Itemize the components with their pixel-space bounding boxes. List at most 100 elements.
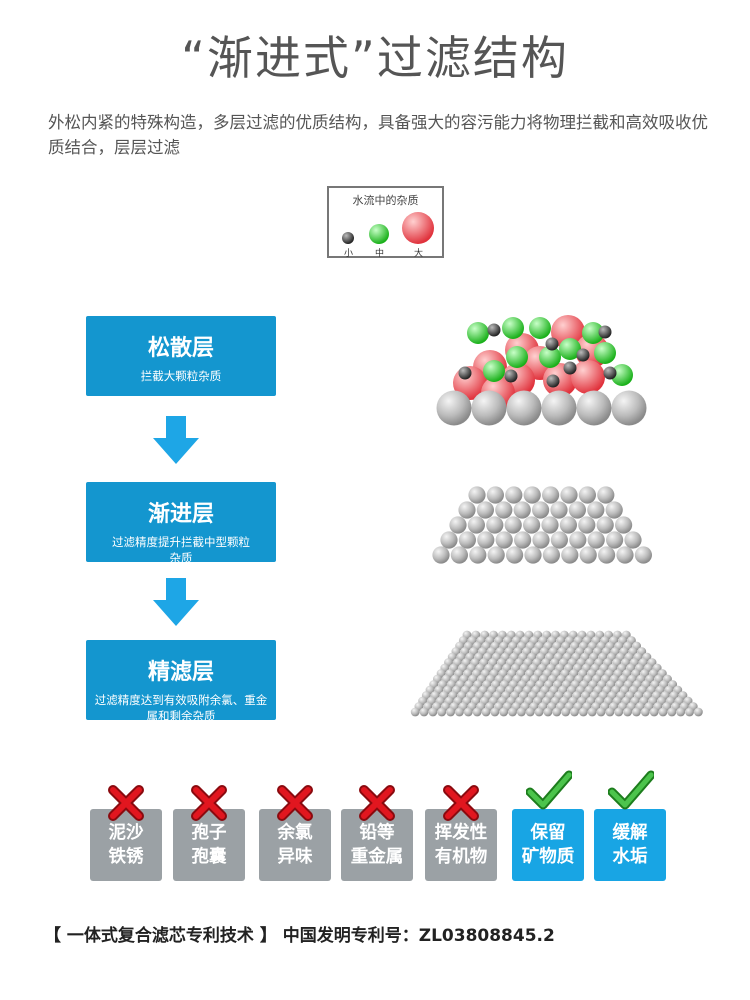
badge-label-line: 矿物质 [521, 847, 575, 867]
layer-loose: 松散层 拦截大颗粒杂质 [86, 316, 276, 396]
filter-ball [624, 531, 642, 549]
filter-ball [550, 531, 568, 549]
filter-ball [578, 486, 596, 504]
filter-ball [616, 546, 634, 564]
layer-progressive: 渐进层 过滤精度提升拦截中型颗粒杂质 [86, 482, 276, 565]
filter-ball [561, 546, 579, 564]
loose-layer-balls [436, 315, 647, 426]
filter-ball [506, 390, 542, 426]
badge-label-line: 孢囊 [191, 847, 227, 867]
legend-label-medium: 中 [375, 249, 385, 259]
page-title: “渐进式”过滤结构 [181, 31, 569, 85]
filter-ball [614, 707, 624, 717]
filter-ball [495, 531, 513, 549]
progressive-layer-balls [432, 486, 652, 564]
fine-layer-balls [410, 630, 703, 717]
filter-ball [576, 390, 612, 426]
badge-5: 保留矿物质 [512, 809, 584, 881]
filter-ball [568, 501, 586, 519]
layer-fine: 精滤层 过滤精度达到有效吸附余氯、重金属和剩余杂质 [86, 640, 276, 723]
filter-ball [579, 546, 597, 564]
large-impurity-ball [571, 360, 605, 394]
filter-ball [469, 546, 487, 564]
filter-ball [543, 707, 553, 717]
small-impurity-ball [546, 374, 560, 388]
layer-desc: 拦截大颗粒杂质 [140, 369, 222, 383]
filter-ball [605, 501, 623, 519]
filter-layers-illustration [410, 315, 703, 717]
medium-impurity-ball [582, 322, 604, 344]
filter-ball [598, 546, 616, 564]
badge-label-line: 保留 [530, 823, 566, 843]
filter-ball [541, 516, 559, 534]
badge-label-line: 铁锈 [108, 847, 144, 867]
down-arrow-icon [153, 416, 199, 464]
cross-icon [277, 785, 313, 821]
badge-1: 孢子孢囊 [173, 809, 245, 881]
medium-impurity-ball [529, 317, 551, 339]
medium-impurity-ball [369, 224, 389, 244]
legend-label-large: 大 [414, 249, 424, 259]
filter-ball [570, 707, 579, 717]
filter-ball [523, 516, 541, 534]
filter-ball [476, 501, 494, 519]
filter-ball [578, 516, 596, 534]
filter-ball [615, 516, 633, 534]
badge-label-line: 孢子 [191, 823, 227, 843]
filter-ball [499, 707, 509, 717]
check-icon [526, 770, 572, 810]
filter-ball [468, 486, 486, 504]
medium-impurity-ball [611, 364, 633, 386]
filter-ball [458, 501, 476, 519]
filter-ball [523, 486, 541, 504]
medium-impurity-ball [539, 346, 561, 368]
small-impurity-ball [487, 323, 501, 337]
cross-icon [443, 785, 479, 821]
small-impurity-ball [598, 325, 612, 339]
filter-ball [471, 390, 507, 426]
description: 外松内紧的特殊构造，多层过滤的优质结构，具备强大的容污能力将物理拦截和高效吸收优… [48, 113, 708, 157]
filter-ball [532, 531, 550, 549]
filter-ball [541, 390, 577, 426]
impurity-legend: 水流中的杂质 小 中 大 [327, 186, 444, 259]
medium-impurity-ball [559, 338, 581, 360]
filter-ball [467, 516, 485, 534]
filter-ball [694, 707, 703, 717]
filter-ball [640, 707, 650, 717]
badge-6: 缓解水垢 [594, 809, 666, 881]
badge-label-line: 缓解 [612, 823, 648, 843]
badge-0: 泥沙铁锈 [90, 809, 162, 881]
badge-label-line: 有机物 [434, 847, 488, 867]
filter-ball [504, 516, 522, 534]
filter-ball [596, 516, 614, 534]
badge-label-line: 水垢 [612, 847, 648, 867]
filter-ball [513, 501, 531, 519]
badge-label-line: 余氯 [277, 823, 313, 843]
badge-label-line: 异味 [277, 847, 313, 867]
filter-ball [634, 546, 652, 564]
filter-ball [458, 531, 476, 549]
filter-ball [428, 707, 438, 717]
badge-2: 余氯异味 [259, 809, 331, 881]
filter-ball [578, 707, 588, 717]
filter-ball [685, 707, 694, 717]
filter-ball [587, 501, 605, 519]
badge-label-line: 铅等 [359, 823, 395, 843]
filter-ball [524, 546, 542, 564]
check-icon [608, 770, 654, 810]
filter-ball [455, 707, 464, 717]
badge-label-line: 重金属 [350, 847, 404, 867]
small-impurity-ball [342, 232, 354, 244]
filter-ball [446, 707, 455, 717]
filter-ball [532, 501, 550, 519]
filter-ball [596, 707, 606, 717]
filter-ball [437, 707, 447, 717]
filter-ball [587, 707, 597, 717]
filter-ball [623, 707, 632, 717]
filter-ball [508, 707, 517, 717]
layer-name: 渐进层 [147, 502, 214, 527]
layer-desc: 过滤精度提升拦截中型颗粒杂质 [112, 535, 250, 565]
small-impurity-ball [545, 337, 559, 351]
filter-ball [587, 531, 605, 549]
filter-ball [517, 707, 526, 717]
